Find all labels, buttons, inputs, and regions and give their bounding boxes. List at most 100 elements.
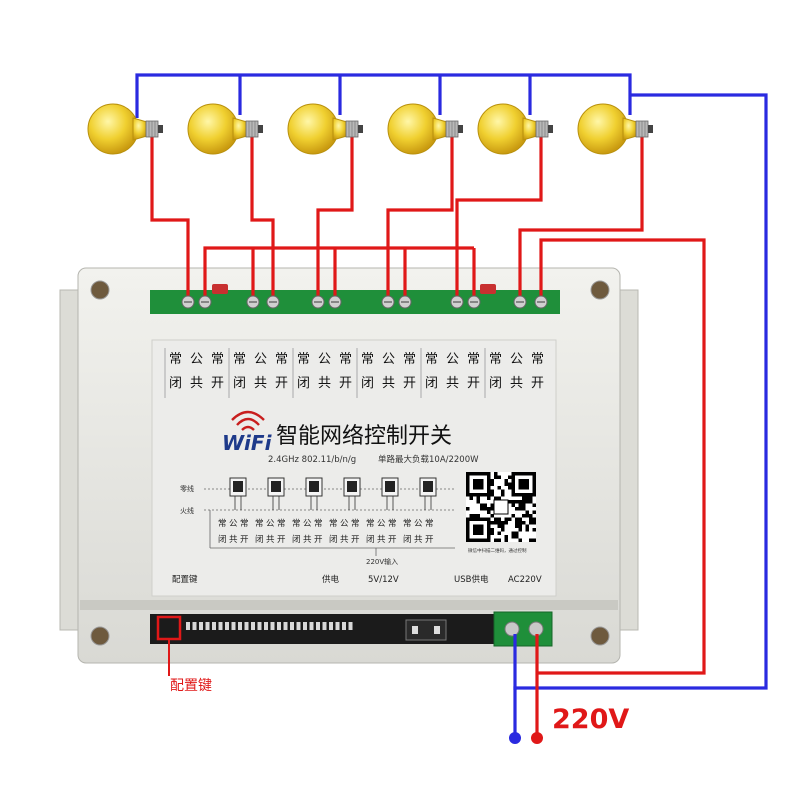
light-bulb-4 xyxy=(387,103,463,155)
neutral-lead-end[interactable] xyxy=(509,732,521,744)
mini-terminal-label: 常 xyxy=(314,518,323,529)
mini-terminal-label: 开 xyxy=(425,535,434,545)
mini-terminal-label: 常 xyxy=(292,518,301,529)
mini-terminal-label: 常 xyxy=(403,518,412,529)
terminal-label-normally-open: 常 xyxy=(275,352,288,367)
footer-config-label: 配置键 xyxy=(172,574,198,585)
mini-terminal-label: 开 xyxy=(277,535,286,545)
terminal-label-common: 共 xyxy=(190,376,203,391)
terminal-label-common: 公 xyxy=(510,352,523,367)
mini-terminal-label: 闭 xyxy=(292,535,301,545)
mini-terminal-label: 公 xyxy=(377,519,386,529)
terminal-label-normally-open: 开 xyxy=(467,376,480,391)
power-screw-live xyxy=(528,621,544,637)
mount-hole-top-left xyxy=(90,280,110,300)
bulb-base xyxy=(345,120,363,138)
live-lead-end[interactable] xyxy=(531,732,543,744)
terminal-label-normally-closed: 常 xyxy=(297,352,310,367)
mini-terminal-label: 公 xyxy=(266,519,275,529)
terminal-label-common: 共 xyxy=(318,376,331,391)
mini-terminal-label: 闭 xyxy=(403,535,412,545)
relay-terminal-strip xyxy=(150,284,560,314)
light-bulbs xyxy=(87,103,653,155)
terminal-label-normally-open: 开 xyxy=(339,376,352,391)
mount-hole-bottom-right xyxy=(590,626,610,646)
footer-power-label: 供电 xyxy=(322,574,340,585)
footer-voltage-label: 5V/12V xyxy=(368,575,399,585)
mini-terminal-label: 开 xyxy=(351,535,360,545)
terminal-label-common: 公 xyxy=(446,352,459,367)
mount-hole-bottom-left xyxy=(90,626,110,646)
mini-terminal-label: 公 xyxy=(340,519,349,529)
terminal-label-normally-open: 开 xyxy=(403,376,416,391)
live-line-label: 火线 xyxy=(180,506,194,515)
spec-load: 单路最大负载10A/2200W xyxy=(378,454,479,465)
mini-terminal-label: 共 xyxy=(414,535,423,545)
terminal-label-common: 公 xyxy=(190,352,203,367)
terminal-label-normally-closed: 常 xyxy=(361,352,374,367)
mini-terminal-label: 公 xyxy=(229,519,238,529)
terminal-label-normally-open: 开 xyxy=(531,376,544,391)
power-screw-neutral xyxy=(504,621,520,637)
mini-terminal-label: 公 xyxy=(414,519,423,529)
terminal-label-normally-closed: 常 xyxy=(425,352,438,367)
terminal-label-normally-open: 常 xyxy=(531,352,544,367)
terminal-label-normally-closed: 闭 xyxy=(297,376,310,391)
qr-caption: 微信中扫描二维码，通过控制 xyxy=(468,547,527,554)
mini-terminal-label: 共 xyxy=(377,535,386,545)
neutral-wiring xyxy=(135,73,768,738)
terminal-label-common: 公 xyxy=(318,352,331,367)
terminal-label-normally-open: 开 xyxy=(275,376,288,391)
mount-hole-top-right xyxy=(590,280,610,300)
live-wiring xyxy=(150,132,706,738)
light-bulb-5 xyxy=(477,103,553,155)
terminal-label-common: 共 xyxy=(382,376,395,391)
terminal-label-common: 公 xyxy=(254,352,267,367)
qr-code[interactable] xyxy=(466,472,536,542)
terminal-label-normally-closed: 闭 xyxy=(489,376,502,391)
mini-terminal-label: 常 xyxy=(366,518,375,529)
voltage-annotation: 220V xyxy=(552,704,629,735)
terminal-label-common: 公 xyxy=(382,352,395,367)
mini-terminal-label: 闭 xyxy=(218,535,227,545)
mini-terminal-label: 共 xyxy=(340,535,349,545)
bulb-base xyxy=(245,120,263,138)
terminal-label-normally-open: 常 xyxy=(403,352,416,367)
bottom-connector-area xyxy=(150,611,553,647)
relay-indicator-icon xyxy=(229,477,247,510)
terminal-label-normally-open: 常 xyxy=(339,352,352,367)
neutral-line-label: 零线 xyxy=(180,484,194,493)
relay-indicator-icon xyxy=(381,477,399,510)
relay-indicator-icon xyxy=(419,477,437,510)
terminal-label-normally-closed: 闭 xyxy=(361,376,374,391)
mini-terminal-label: 公 xyxy=(303,519,312,529)
relay-indicator-icon xyxy=(305,477,323,510)
terminal-label-normally-open: 开 xyxy=(211,376,224,391)
light-bulb-3 xyxy=(287,103,363,155)
ac-input-label: 220V输入 xyxy=(366,557,398,566)
mini-terminal-label: 常 xyxy=(277,518,286,529)
terminal-label-normally-closed: 闭 xyxy=(233,376,246,391)
mini-terminal-label: 开 xyxy=(388,535,397,545)
relay-indicator-icon xyxy=(343,477,361,510)
mini-terminal-label: 常 xyxy=(388,518,397,529)
footer-ac-label: AC220V xyxy=(508,575,542,585)
terminal-label-normally-open: 常 xyxy=(211,352,224,367)
mini-terminal-label: 共 xyxy=(229,535,238,545)
light-bulb-2 xyxy=(187,103,263,155)
bulb-base xyxy=(635,120,653,138)
wifi-logo: WiFi xyxy=(222,431,273,455)
config-key-annotation: 配置键 xyxy=(170,678,212,694)
terminal-label-common: 共 xyxy=(446,376,459,391)
spec-radio: 2.4GHz 802.11/b/n/g xyxy=(268,455,356,465)
mini-terminal-label: 常 xyxy=(329,518,338,529)
mini-terminal-label: 常 xyxy=(240,518,249,529)
relay-indicator-icon xyxy=(267,477,285,510)
light-bulb-1 xyxy=(87,103,163,155)
mini-terminal-label: 共 xyxy=(303,535,312,545)
mini-terminal-label: 闭 xyxy=(255,535,264,545)
mini-terminal-label: 共 xyxy=(266,535,275,545)
